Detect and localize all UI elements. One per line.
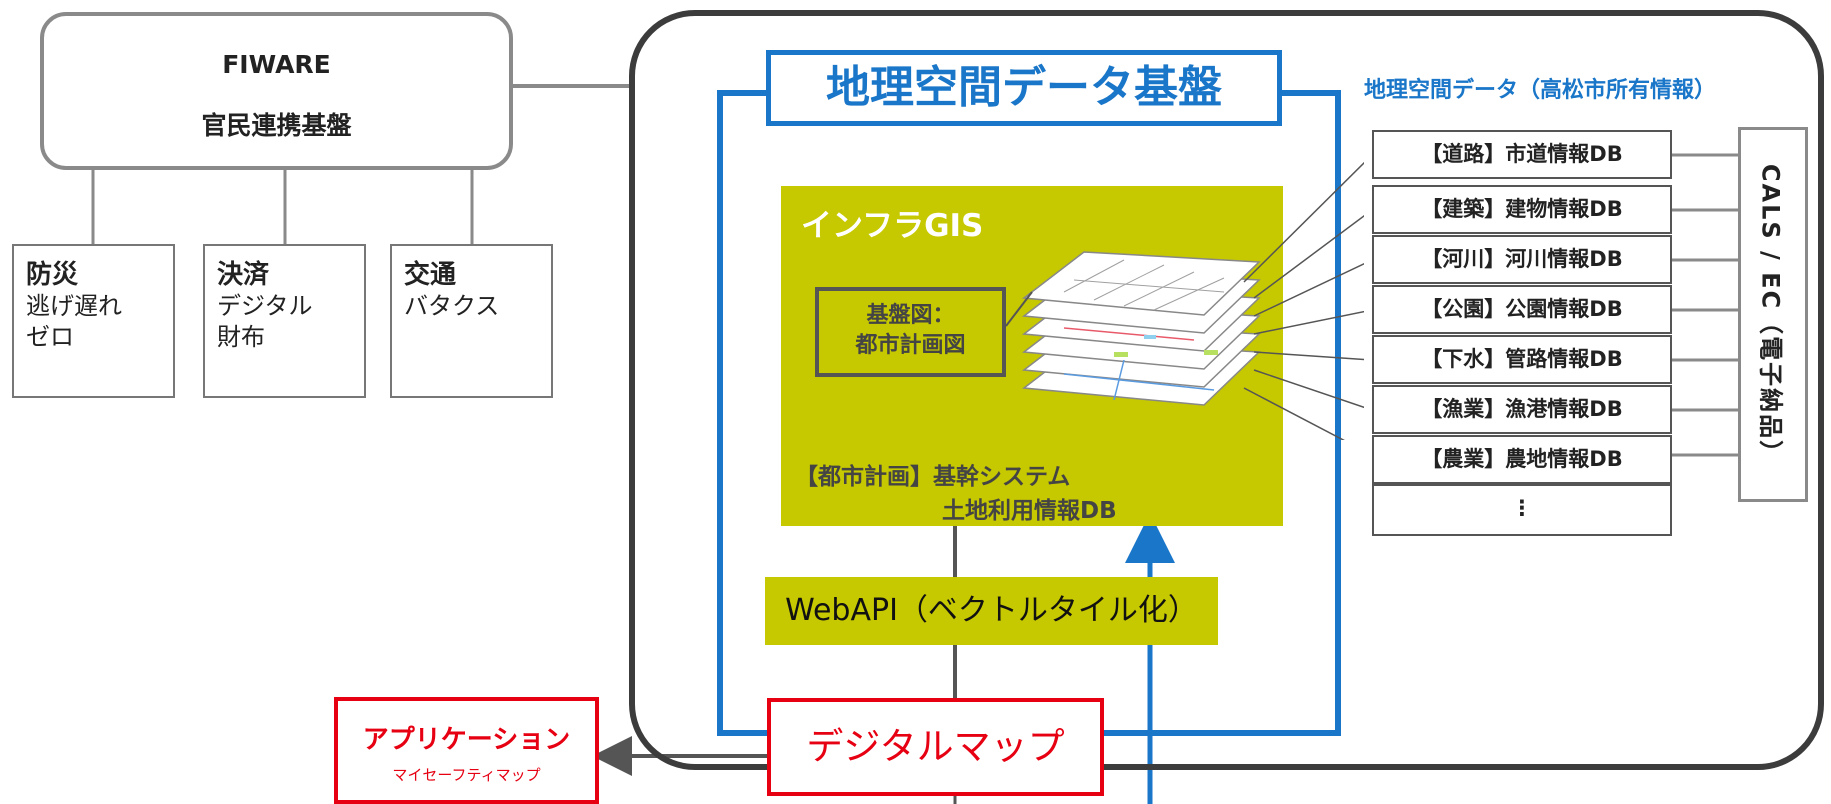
service-title: 交通 <box>404 260 457 290</box>
db-row-river: 【河川】河川情報DB <box>1372 235 1672 284</box>
cals-ec-label: CALS / EC（電子納品） <box>1756 163 1785 466</box>
db-row-more: ⋮ <box>1372 484 1672 536</box>
service-title: 決済 <box>217 260 270 290</box>
fiware-title: FIWARE <box>222 50 331 79</box>
core-system-label: 【都市計画】基幹システム <box>795 464 1071 490</box>
fiware-subtitle: 官民連携基盤 <box>201 111 352 140</box>
db-row-building: 【建築】建物情報DB <box>1372 185 1672 234</box>
geo-platform-title: 地理空間データ基盤 <box>766 50 1282 126</box>
service-desc: 財布 <box>217 323 265 351</box>
base-map-box: 基盤図： 都市計画図 <box>815 287 1006 377</box>
db-row-agriculture: 【農業】農地情報DB <box>1372 435 1672 484</box>
platform-container <box>629 10 1824 770</box>
infra-gis-title: インフラGIS <box>801 208 984 244</box>
db-row-road: 【道路】市道情報DB <box>1372 130 1672 179</box>
db-row-park: 【公園】公園情報DB <box>1372 285 1672 334</box>
layer-db-connectors <box>1004 161 1364 440</box>
service-disaster: 防災 逃げ遅れ ゼロ <box>12 244 175 398</box>
base-map-label: 都市計画図 <box>855 333 966 358</box>
service-desc: 逃げ遅れ <box>26 292 122 320</box>
base-map-connector <box>1005 291 1033 327</box>
db-row-sewer: 【下水】管路情報DB <box>1372 335 1672 384</box>
service-desc: デジタル <box>217 292 313 320</box>
webapi-box: WebAPI（ベクトルタイル化） <box>765 577 1218 645</box>
base-map-label: 基盤図： <box>866 303 955 328</box>
fiware-box: FIWARE 官民連携基盤 <box>40 12 513 170</box>
cals-connectors <box>1672 153 1738 457</box>
cals-ec-box: CALS / EC（電子納品） <box>1738 127 1808 502</box>
db-row-fishery: 【漁業】漁港情報DB <box>1372 385 1672 434</box>
application-title: アプリケーション <box>362 725 571 755</box>
application-subtitle: マイセーフティマップ <box>392 766 541 784</box>
service-desc: バタクス <box>404 292 500 320</box>
digital-map-box: デジタルマップ <box>767 698 1104 796</box>
service-transport: 交通 バタクス <box>390 244 553 398</box>
service-payment: 決済 デジタル 財布 <box>203 244 366 398</box>
service-desc: ゼロ <box>26 323 74 351</box>
landuse-db-label: 土地利用情報DB <box>942 498 1117 524</box>
application-box: アプリケーション マイセーフティマップ <box>334 697 599 804</box>
service-title: 防災 <box>26 260 79 290</box>
geo-data-title: 地理空間データ（高松市所有情報） <box>1364 78 1717 103</box>
map-layers-icon <box>1022 251 1261 406</box>
